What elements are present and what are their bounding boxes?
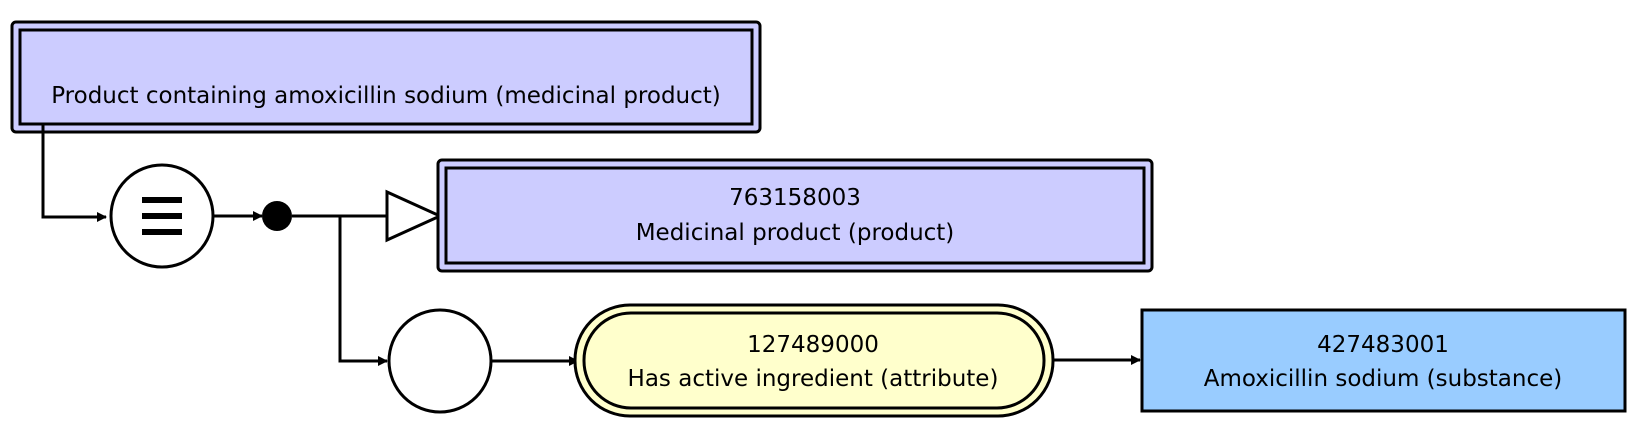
attribute-label: Has active ingredient (attribute) — [628, 366, 999, 392]
connector-line — [41, 124, 107, 222]
parent-concept-id: 763158003 — [729, 185, 861, 211]
value-concept-id: 427483001 — [1317, 332, 1449, 358]
value-concept-box[interactable]: 427483001 Amoxicillin sodium (substance) — [1140, 308, 1627, 413]
value-concept-label: Amoxicillin sodium (substance) — [1204, 366, 1563, 392]
parent-concept-box[interactable]: 763158003 Medicinal product (product) — [436, 158, 1154, 273]
attribute-group-icon — [387, 308, 493, 414]
conjunction-dot-icon — [262, 201, 292, 231]
connector-line — [338, 216, 388, 366]
attribute-id: 127489000 — [747, 332, 879, 358]
focus-concept-box[interactable]: Product containing amoxicillin sodium (m… — [10, 20, 762, 134]
equivalence-icon — [109, 163, 215, 269]
is-a-arrow-icon — [385, 189, 444, 243]
attribute-node[interactable]: 127489000 Has active ingredient (attribu… — [573, 303, 1055, 418]
focus-concept-label: Product containing amoxicillin sodium (m… — [51, 83, 721, 109]
parent-concept-label: Medicinal product (product) — [636, 220, 955, 246]
